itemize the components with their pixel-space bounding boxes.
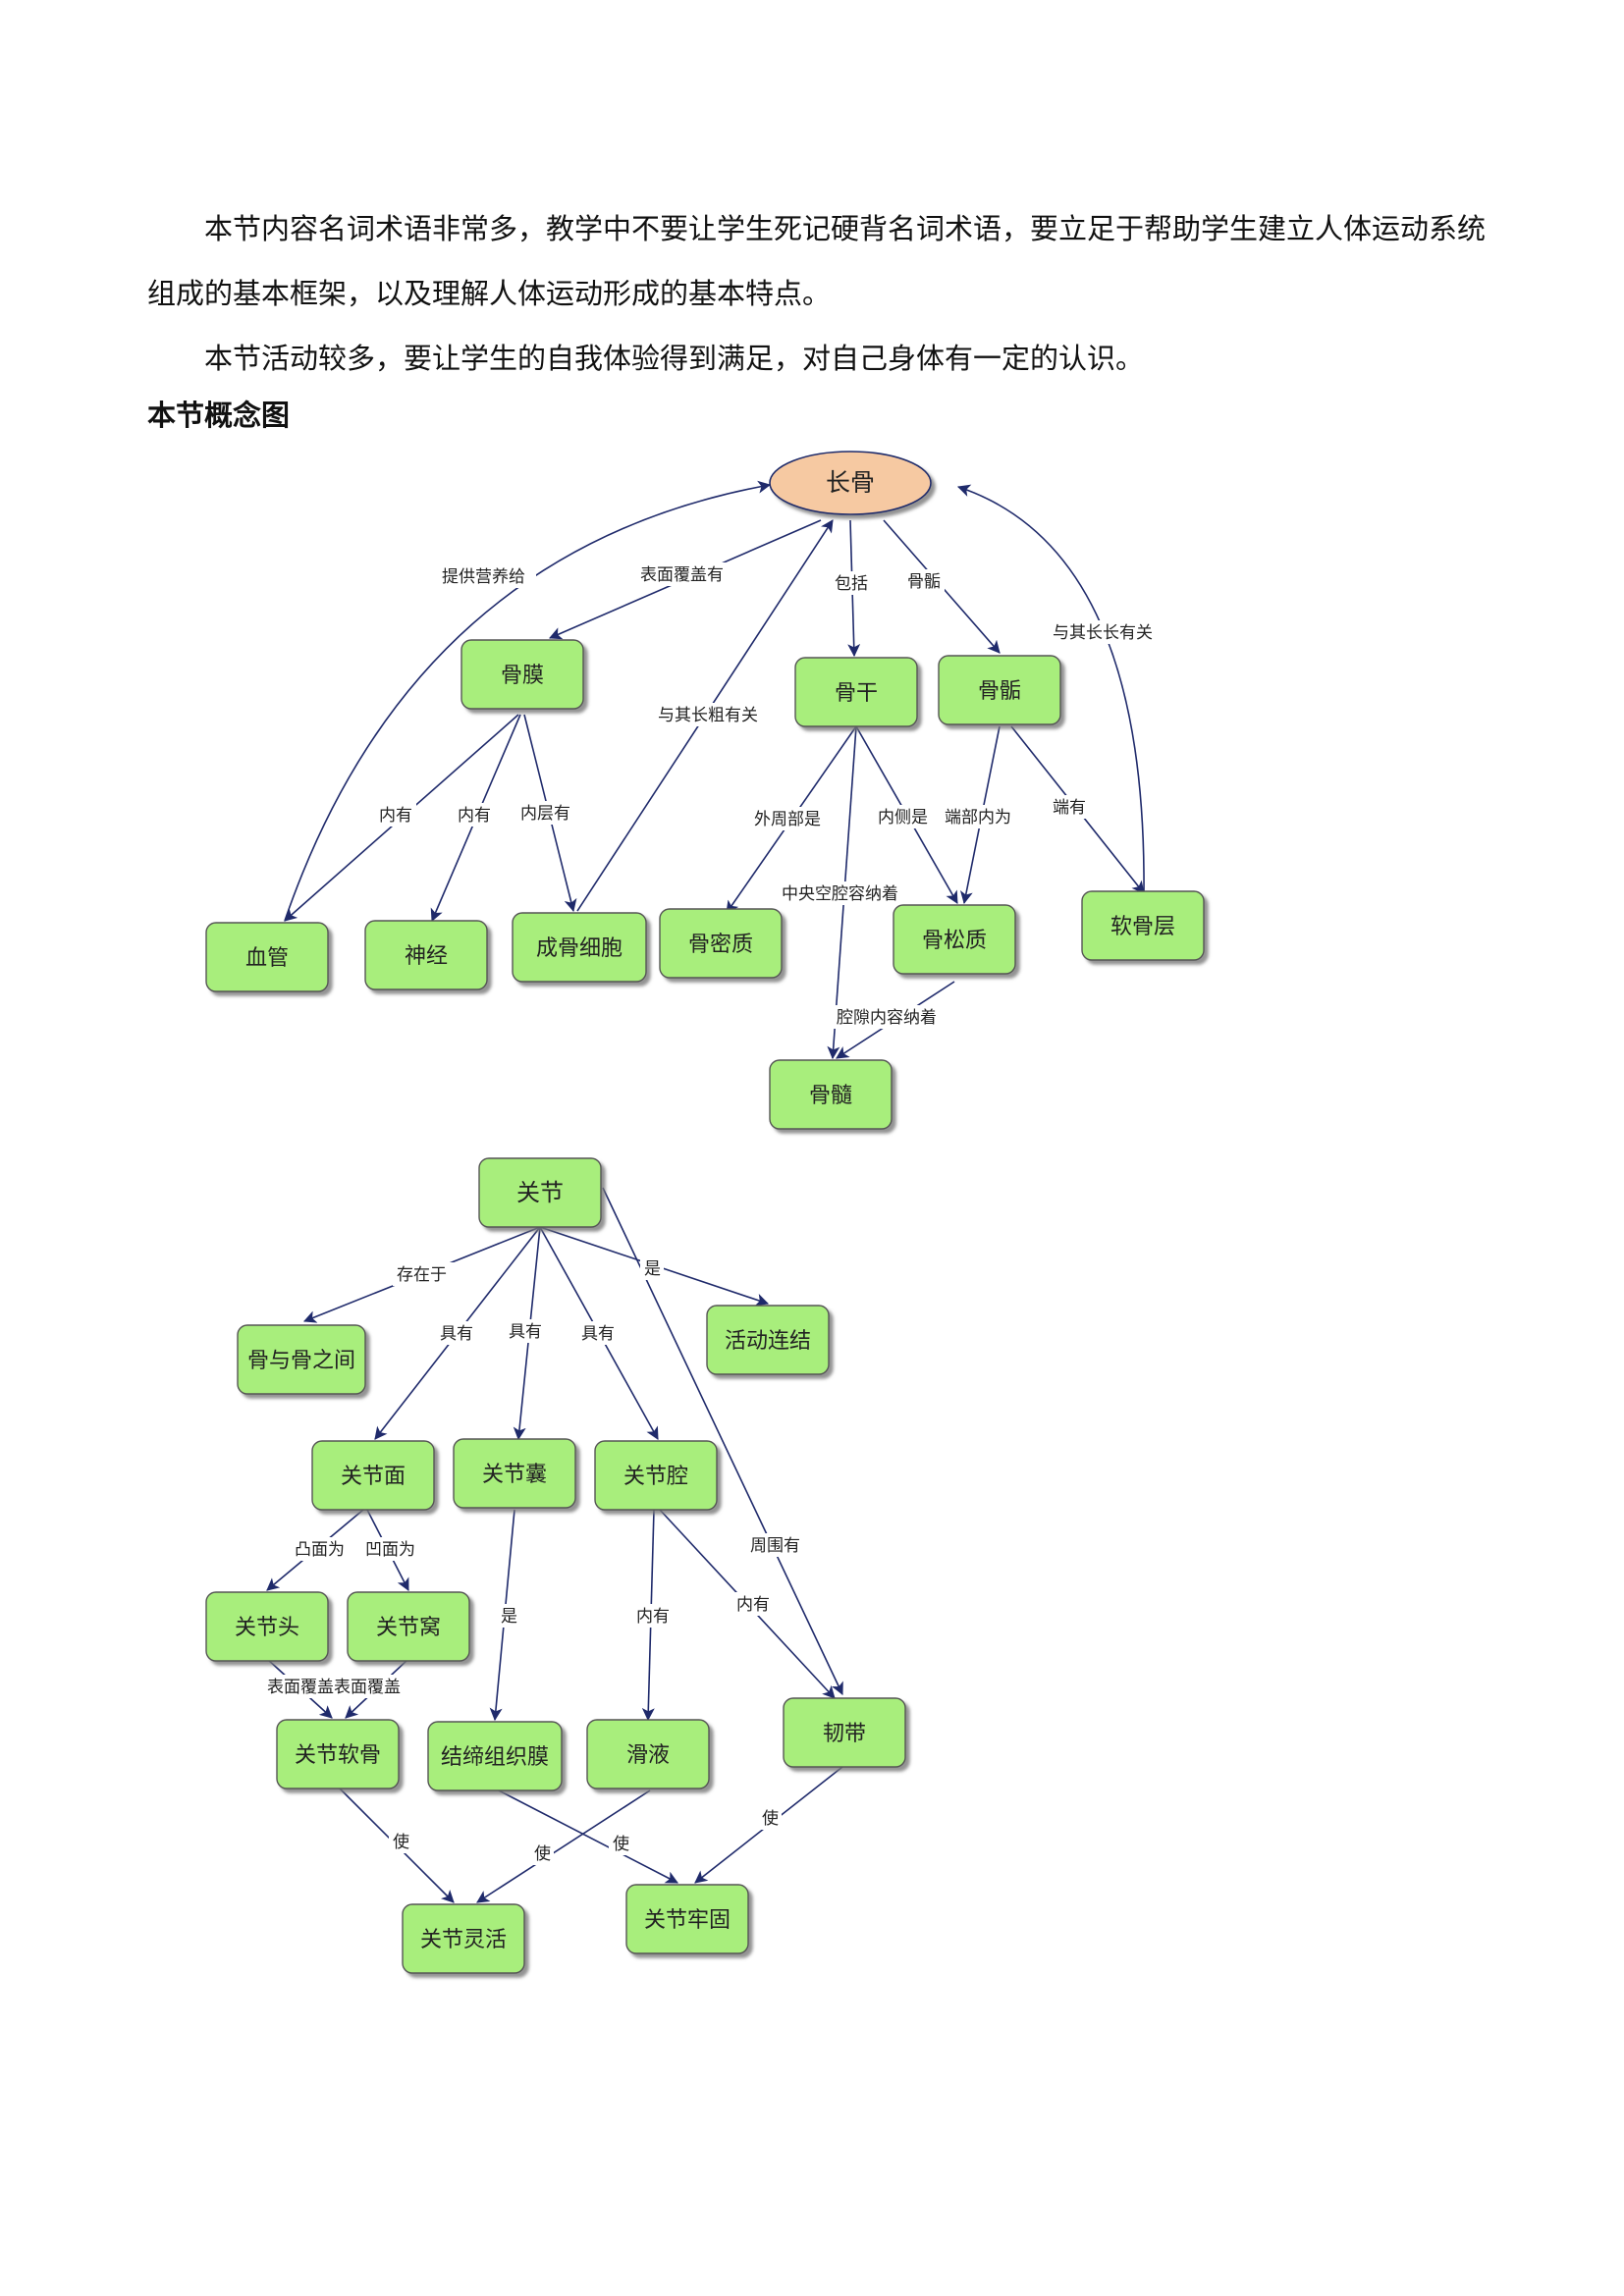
svg-text:关节窝: 关节窝 — [376, 1616, 441, 1640]
node-ruangu: 软骨层 — [1081, 890, 1205, 961]
svg-text:血管: 血管 — [245, 946, 289, 971]
svg-text:神经: 神经 — [405, 944, 448, 969]
svg-text:关节牢固: 关节牢固 — [644, 1908, 731, 1933]
map2-edge-labels: 存在于 是 具有 具有 具有 周围有 凸面为 凹面为 表面覆盖表面覆盖 是 内有… — [263, 1256, 809, 1865]
node-jiedi: 结缔组织膜 — [427, 1721, 563, 1791]
svg-text:成骨细胞: 成骨细胞 — [536, 936, 623, 961]
label-shi-b: 使 — [534, 1843, 551, 1864]
map1-nodes: 长骨 骨膜 骨干 骨骺 血管 神经 成骨细胞 骨密质 — [205, 451, 1205, 1130]
label-baokuo: 包括 — [835, 574, 868, 594]
node-gugu: 骨与骨之间 — [237, 1324, 366, 1395]
label-changyou: 与其长长有关 — [1053, 623, 1153, 643]
svg-text:关节面: 关节面 — [341, 1465, 406, 1489]
svg-text:骨与骨之间: 骨与骨之间 — [247, 1349, 355, 1373]
intro-paragraph-2: 本节活动较多，要让学生的自我体验得到满足，对自己身体有一定的认识。 — [204, 342, 1145, 375]
node-gusongzhi: 骨松质 — [893, 904, 1016, 975]
label-neicengyou: 内层有 — [520, 804, 570, 824]
svg-text:关节软骨: 关节软骨 — [295, 1743, 381, 1768]
node-chenggu: 成骨细胞 — [512, 912, 647, 983]
svg-text:活动连结: 活动连结 — [725, 1329, 811, 1354]
node-guduan: 骨骺 — [938, 655, 1061, 725]
label-cuyou: 与其长粗有关 — [658, 706, 758, 725]
node-laogu: 关节牢固 — [625, 1884, 749, 1954]
svg-text:骨膜: 骨膜 — [501, 664, 544, 688]
node-tou: 关节头 — [205, 1591, 329, 1662]
node-gumo: 骨膜 — [460, 639, 584, 710]
label-neiyou-rendai: 内有 — [736, 1595, 770, 1615]
node-xueguan: 血管 — [205, 922, 329, 992]
label-juyou2: 具有 — [509, 1322, 542, 1342]
node-rendai: 韧带 — [783, 1697, 906, 1768]
label-shi-c: 使 — [613, 1834, 629, 1854]
label-biaomian: 表面覆盖有 — [640, 565, 724, 585]
edge-jiedi-to-laogu — [494, 1788, 678, 1884]
label-duanyou: 端有 — [1053, 798, 1086, 818]
node-huodong: 活动连结 — [706, 1305, 830, 1375]
label-neice: 内侧是 — [878, 808, 928, 828]
label-aomian: 凹面为 — [365, 1540, 415, 1560]
svg-text:骨密质: 骨密质 — [688, 933, 753, 957]
svg-text:关节灵活: 关节灵活 — [420, 1928, 507, 1952]
label-biaomian2: 表面覆盖表面覆盖 — [267, 1678, 401, 1697]
node-mian: 关节面 — [311, 1440, 435, 1511]
node-nang: 关节囊 — [453, 1438, 576, 1509]
svg-text:关节腔: 关节腔 — [623, 1465, 688, 1489]
concept-map-heading: 本节概念图 — [147, 399, 291, 432]
svg-text:韧带: 韧带 — [823, 1722, 866, 1746]
label-shi-d: 使 — [762, 1808, 779, 1829]
label-tumian: 凸面为 — [295, 1540, 345, 1560]
label-shi2: 是 — [501, 1607, 517, 1627]
label-waizhou: 外周部是 — [754, 810, 821, 829]
map1-edge-labels: 提供营养给 表面覆盖有 包括 骨骺 与其长长有关 与其长粗有关 内有 内有 内层… — [375, 562, 1164, 1029]
svg-text:关节头: 关节头 — [235, 1616, 299, 1640]
node-joint: 关节 — [478, 1157, 602, 1228]
node-gugan: 骨干 — [794, 657, 918, 727]
svg-text:骨干: 骨干 — [835, 681, 878, 706]
label-zhongyang: 中央空腔容纳着 — [782, 884, 898, 904]
label-shi-a: 使 — [393, 1832, 409, 1852]
svg-text:关节囊: 关节囊 — [482, 1463, 547, 1487]
edge-ruangu-to-root — [956, 484, 1145, 894]
map2-nodes: 关节 骨与骨之间 活动连结 关节面 关节囊 关节腔 关节头 关节窝 — [205, 1157, 906, 1974]
edge-huaye-to-linghuo — [476, 1789, 651, 1903]
label-shi1: 是 — [644, 1259, 661, 1279]
node-gumizhi: 骨密质 — [659, 908, 783, 979]
label-cunzai: 存在于 — [397, 1265, 447, 1285]
node-qiang: 关节腔 — [594, 1440, 718, 1511]
label-neiyou2: 内有 — [458, 806, 491, 826]
node-long-bone: 长骨 — [769, 451, 932, 515]
label-tigong: 提供营养给 — [442, 567, 525, 587]
svg-text:滑液: 滑液 — [626, 1743, 670, 1768]
label-duanbu: 端部内为 — [945, 808, 1011, 828]
label-zhouwei: 周围有 — [750, 1536, 800, 1556]
node-gusui: 骨髓 — [769, 1059, 893, 1130]
label-juyou3: 具有 — [581, 1324, 615, 1344]
node-linghuo: 关节灵活 — [402, 1903, 525, 1974]
label-neiyou1: 内有 — [379, 806, 412, 826]
node-shenjing: 神经 — [364, 920, 488, 990]
svg-text:骨髓: 骨髓 — [809, 1084, 852, 1108]
label-qiangxi: 腔隙内容纳着 — [837, 1008, 937, 1028]
svg-text:骨松质: 骨松质 — [922, 929, 987, 953]
edge-xueguan-to-root — [284, 480, 772, 922]
svg-text:关节: 关节 — [516, 1179, 564, 1206]
svg-text:骨骺: 骨骺 — [978, 679, 1021, 704]
node-wo: 关节窝 — [347, 1591, 470, 1662]
label-juyou1: 具有 — [440, 1324, 473, 1344]
node-ruangu2: 关节软骨 — [276, 1719, 400, 1789]
svg-text:软骨层: 软骨层 — [1110, 915, 1175, 939]
svg-text:长骨: 长骨 — [826, 468, 875, 497]
svg-text:结缔组织膜: 结缔组织膜 — [441, 1745, 549, 1770]
node-huaye: 滑液 — [586, 1719, 710, 1789]
label-neiyou-huaye: 内有 — [636, 1607, 670, 1627]
intro-paragraph-1: 本节内容名词术语非常多，教学中不要让学生死记硬背名词术语，要立足于帮助学生建立人… — [147, 212, 1487, 310]
label-guduan-edge: 骨骺 — [907, 572, 941, 592]
